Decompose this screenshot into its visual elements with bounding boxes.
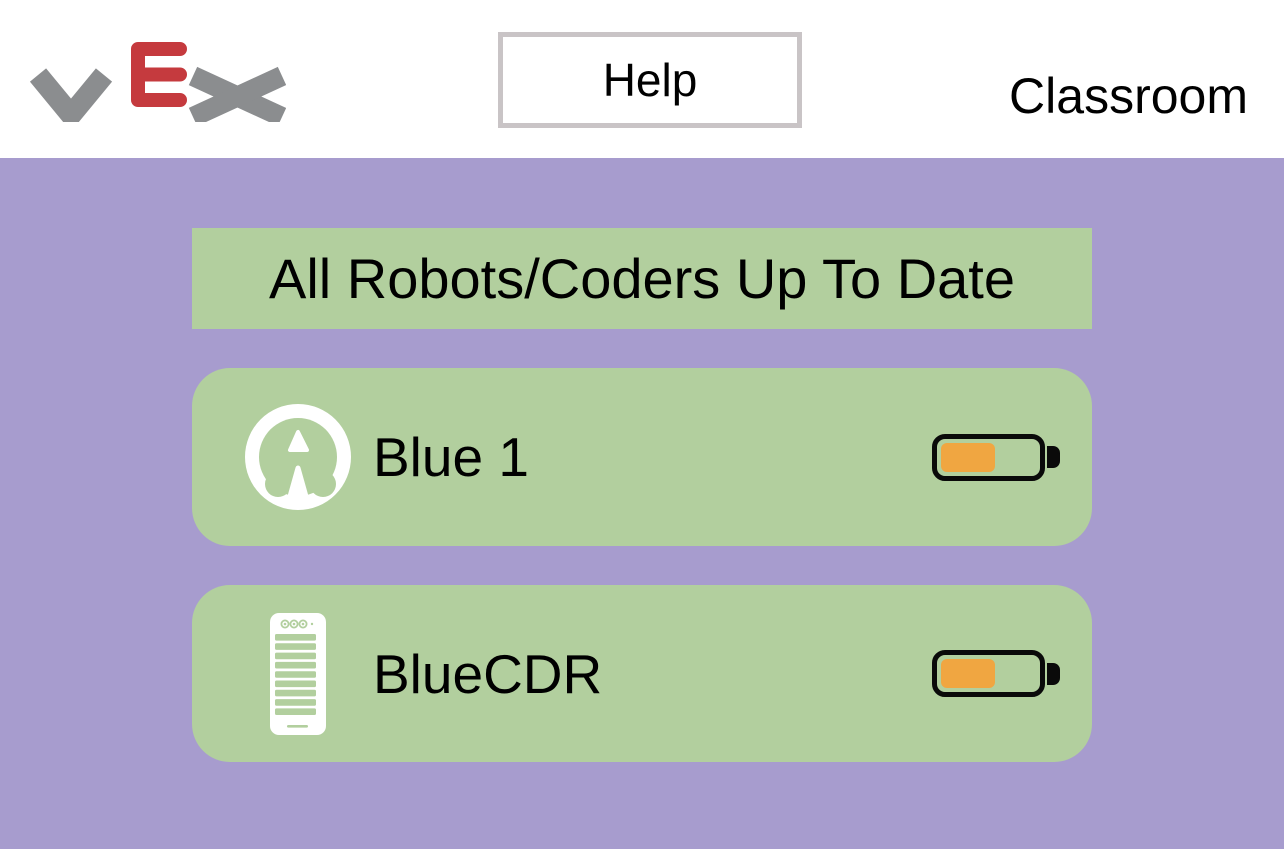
help-button-label: Help: [602, 54, 698, 106]
battery-body: [932, 650, 1045, 697]
battery-fill: [941, 659, 996, 688]
device-name: BlueCDR: [373, 642, 603, 705]
vex-logo-graphic: [29, 42, 287, 132]
status-banner: All Robots/Coders Up To Date: [192, 228, 1092, 329]
battery-fill: [941, 442, 996, 472]
battery-body: [932, 433, 1045, 481]
robot-123-icon: [245, 387, 351, 527]
battery-icon: [932, 650, 1060, 697]
main-panel: All Robots/Coders Up To Date: [0, 158, 1284, 849]
help-button[interactable]: Help: [498, 32, 802, 128]
coder-icon: [245, 604, 351, 744]
mode-label-classroom: Classroom: [1009, 68, 1248, 124]
vex-logo: [29, 36, 287, 132]
device-card-bluecdr[interactable]: BlueCDR: [192, 585, 1092, 762]
header-bar: Help Classroom: [0, 0, 1284, 158]
device-card-blue-1[interactable]: Blue 1: [192, 368, 1092, 546]
battery-nub: [1047, 662, 1060, 685]
status-banner-text: All Robots/Coders Up To Date: [269, 247, 1015, 310]
battery-icon: [932, 433, 1060, 481]
battery-nub: [1047, 446, 1060, 468]
device-name: Blue 1: [373, 426, 529, 488]
